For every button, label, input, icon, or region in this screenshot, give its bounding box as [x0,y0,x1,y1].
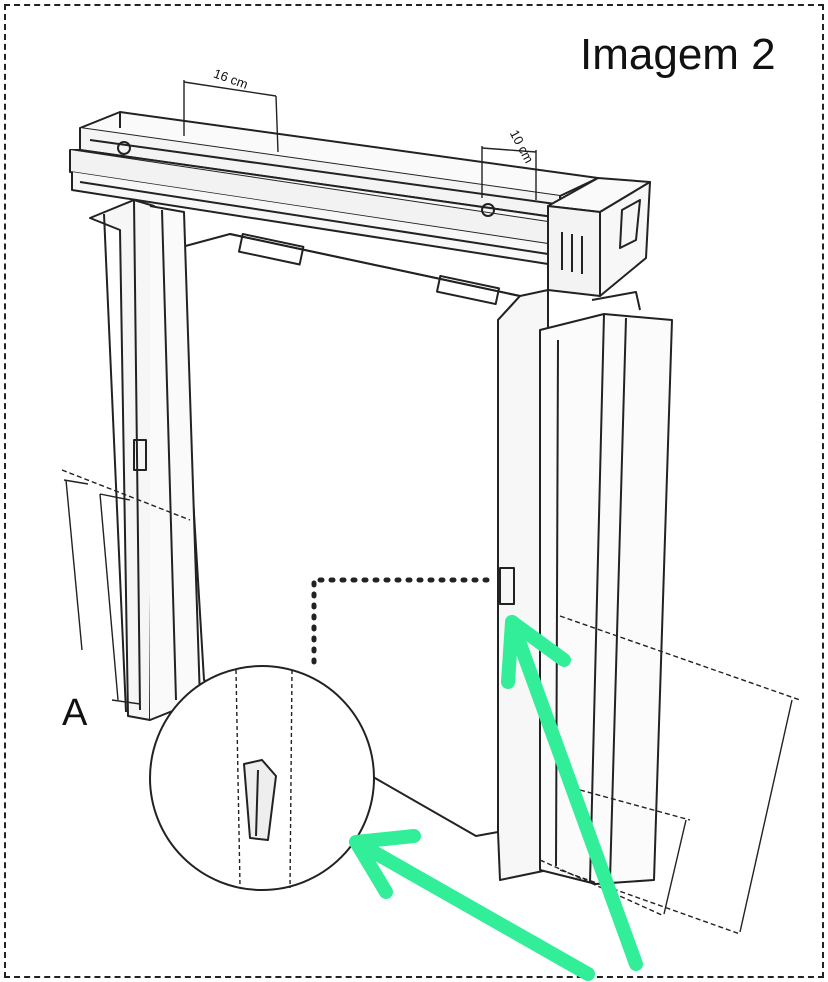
top-dimension-markers [183,80,537,200]
left-jamb [89,199,201,721]
label-a: A [62,692,88,734]
dim-right: 10 cm [507,127,537,165]
screw-icon [117,141,131,155]
detail-circle [149,665,375,891]
left-dimension [61,469,191,705]
image-title: Imagem 2 [580,30,776,79]
diagram-frame [4,4,824,978]
right-jamb [497,289,673,885]
dim-left: 16 cm [212,66,250,92]
top-rail [69,111,599,265]
end-bracket [547,177,651,297]
screw-icon [481,203,495,217]
callout-arrow-icon [501,615,643,971]
callout-arrow-icon [349,829,595,981]
